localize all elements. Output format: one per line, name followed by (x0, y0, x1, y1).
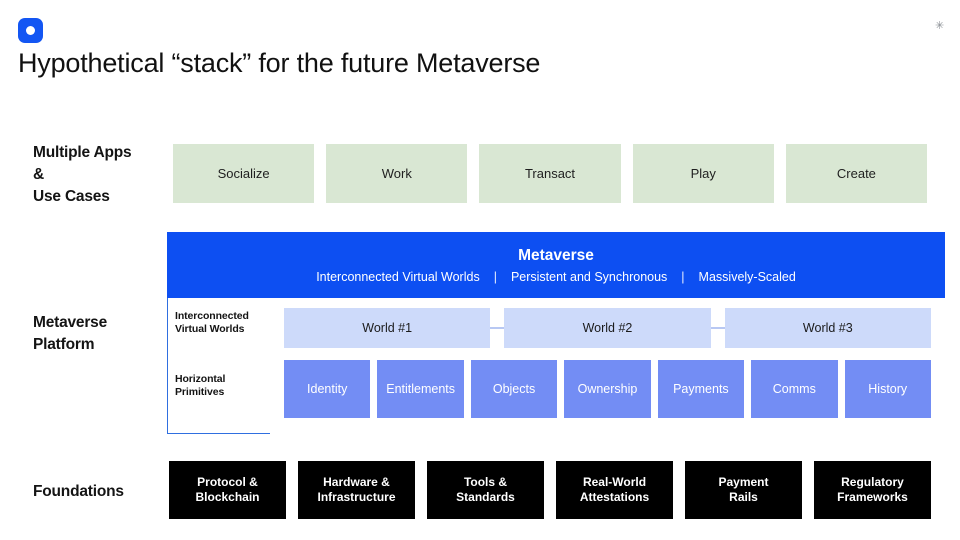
app-card-transact[interactable]: Transact (479, 144, 621, 203)
sublabel-worlds-line-1: Interconnected (175, 310, 249, 322)
foundation-5-line-1: Regulatory (841, 475, 904, 489)
metaverse-banner-title: Metaverse (518, 246, 594, 264)
foundation-0-line-1: Protocol & (197, 475, 258, 489)
sublabel-primitives-line-1: Horizontal (175, 373, 226, 385)
primitive-card-entitlements[interactable]: Entitlements (377, 360, 464, 418)
apps-label-line-2: & (33, 166, 44, 183)
world-connector-2 (710, 327, 725, 329)
foundation-2-line-2: Standards (456, 490, 515, 504)
metaverse-attribute-persistent: Persistent and Synchronous (510, 269, 668, 284)
foundation-5-line-2: Frameworks (837, 490, 908, 504)
foundation-0-line-2: Blockchain (195, 490, 260, 504)
primitive-card-identity[interactable]: Identity (284, 360, 371, 418)
sublabel-worlds-line-2: Virtual Worlds (175, 323, 245, 335)
world-card-3[interactable]: World #3 (724, 308, 931, 348)
foundation-card-tools-standards[interactable]: Tools & Standards (427, 461, 544, 519)
app-card-create[interactable]: Create (785, 144, 928, 203)
sublabel-primitives-line-2: Primitives (175, 386, 225, 398)
platform-inner-panel: World #1 World #2 World #3 Identity Enti… (270, 298, 945, 434)
foundation-card-real-world-attestations[interactable]: Real-World Attestations (556, 461, 673, 519)
logo-inner-dot (26, 26, 35, 35)
platform-section-label: Metaverse Platform (33, 312, 107, 356)
primitive-card-comms[interactable]: Comms (751, 360, 838, 418)
app-card-socialize[interactable]: Socialize (173, 144, 315, 203)
metaverse-attribute-interconnected: Interconnected Virtual Worlds (316, 269, 480, 284)
apps-panel: Socialize Work Transact Play Create (155, 129, 945, 218)
foundation-card-regulatory-frameworks[interactable]: Regulatory Frameworks (814, 461, 931, 519)
foundation-card-payment-rails[interactable]: Payment Rails (685, 461, 802, 519)
metaverse-banner: Metaverse Interconnected Virtual Worlds … (167, 232, 945, 298)
primitive-card-payments[interactable]: Payments (657, 360, 745, 418)
world-card-2[interactable]: World #2 (504, 308, 711, 348)
foundation-4-line-1: Payment (718, 475, 769, 489)
platform-label-line-2: Platform (33, 336, 95, 353)
page-title: Hypothetical “stack” for the future Meta… (18, 48, 541, 78)
foundation-card-protocol-blockchain[interactable]: Protocol & Blockchain (169, 461, 286, 519)
foundations-panel: Protocol & Blockchain Hardware & Infrast… (155, 449, 945, 531)
apps-section-label: Multiple Apps & Use Cases (33, 142, 132, 208)
apps-label-line-3: Use Cases (33, 188, 110, 205)
app-card-work[interactable]: Work (326, 144, 468, 203)
primitive-card-ownership[interactable]: Ownership (564, 360, 651, 418)
foundation-2-line-1: Tools & (463, 475, 508, 489)
apps-label-line-1: Multiple Apps (33, 144, 132, 161)
primitives-row: Identity Entitlements Objects Ownership … (284, 360, 931, 418)
primitive-card-history[interactable]: History (844, 360, 931, 418)
world-connector-1 (490, 327, 505, 329)
foundation-4-line-2: Rails (729, 490, 758, 504)
foundation-1-line-1: Hardware & (323, 475, 390, 489)
platform-label-line-1: Metaverse (33, 314, 108, 331)
worlds-row: World #1 World #2 World #3 (284, 308, 931, 348)
sublabel-interconnected-virtual-worlds: Interconnected Virtual Worlds (175, 310, 249, 336)
metaverse-attribute-massively-scaled: Massively-Scaled (698, 269, 796, 284)
world-card-1[interactable]: World #1 (284, 308, 491, 348)
foundation-1-line-2: Infrastructure (317, 490, 396, 504)
metaverse-banner-attributes: Interconnected Virtual Worlds | Persiste… (316, 270, 796, 284)
foundation-card-hardware-infrastructure[interactable]: Hardware & Infrastructure (298, 461, 415, 519)
app-card-play[interactable]: Play (632, 144, 774, 203)
foundations-section-label: Foundations (33, 483, 124, 500)
sublabel-horizontal-primitives: Horizontal Primitives (175, 373, 225, 399)
foundation-3-line-2: Attestations (579, 490, 650, 504)
foundation-3-line-1: Real-World (582, 475, 647, 489)
app-logo-icon (18, 18, 43, 43)
metaverse-attribute-separator-2: | (681, 269, 685, 284)
primitive-card-objects[interactable]: Objects (470, 360, 558, 418)
asterisk-icon: ✳ (935, 20, 945, 32)
metaverse-attribute-separator-1: | (493, 269, 497, 284)
